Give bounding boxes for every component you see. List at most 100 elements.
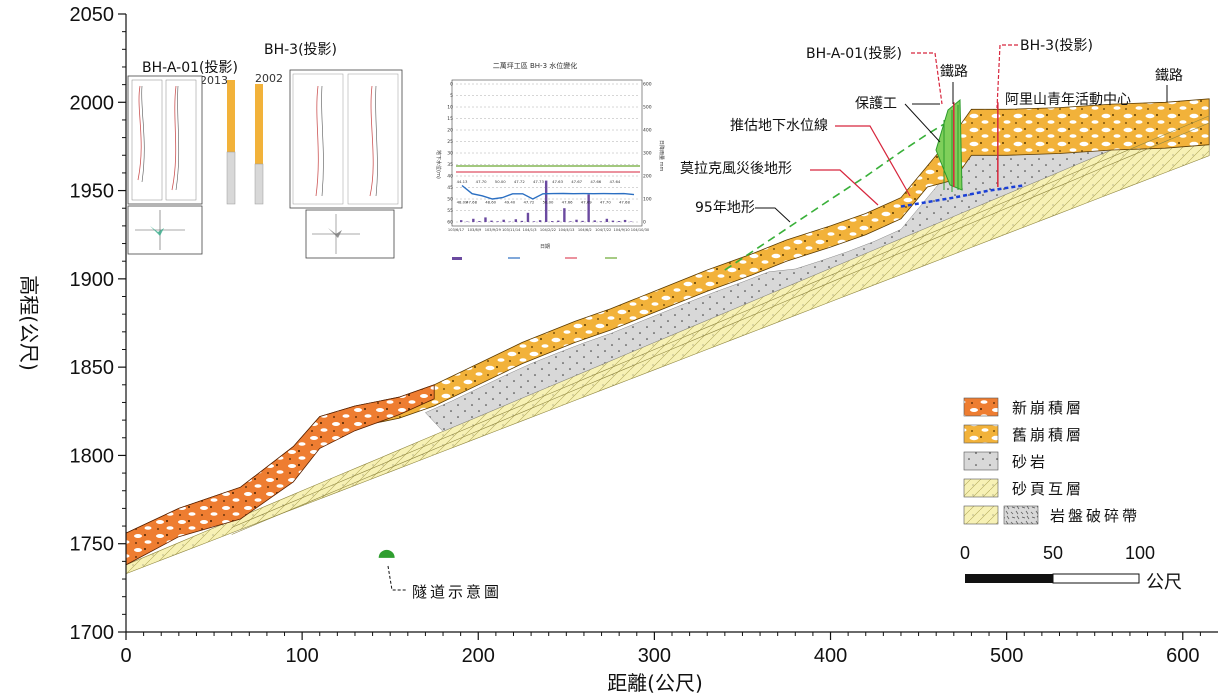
x-tick-label: 200 — [462, 645, 495, 667]
legend-swatch-fracture — [1003, 505, 1039, 525]
inset-value-label: 48.60 — [485, 200, 496, 205]
y-tick-label: 2000 — [70, 92, 115, 114]
borehole-markers — [953, 102, 999, 188]
inset-right-tick: 400 — [643, 128, 652, 134]
inset-x-tick: 104/9/10 — [614, 228, 631, 232]
youth-center-annotation: 阿里山青年活動中心 — [1005, 92, 1131, 108]
legend-swatch — [963, 478, 999, 498]
legend-swatch — [963, 424, 999, 444]
legend-label: 新崩積層 — [1012, 399, 1084, 417]
inset-left-tick: 15 — [447, 116, 453, 122]
inset-rain-bar — [563, 208, 566, 222]
legend-label: 岩盤破碎帶 — [1050, 507, 1140, 525]
inset-rain-bar — [544, 180, 548, 222]
terrain-1995-line — [724, 113, 958, 271]
new-colluvium-layer — [125, 384, 435, 566]
inset-left-tick: 45 — [447, 185, 453, 191]
inset-x-tick: 104/1/3 — [523, 228, 537, 232]
inset-rain-bar — [478, 221, 481, 222]
inset-left-tick: 50 — [447, 197, 453, 203]
inset-value-label: 47.68 — [466, 200, 477, 205]
inset-rain-bar — [569, 221, 572, 222]
inset-bh3-label: BH-3(投影) — [264, 42, 337, 58]
inset-left-axis-label: 地下水位(m) — [435, 150, 442, 179]
inset-x-tick: 103/8/9 — [467, 228, 482, 232]
annotations: BH-A-01(投影) BH-3(投影) 鐵路 鐵路 阿里山青年活動中心 保護工… — [387, 38, 1183, 601]
groundwater-line — [900, 184, 1025, 208]
inset-rain-bar — [472, 218, 475, 222]
y-axis-label: 高程(公尺) — [17, 275, 41, 371]
inset-legend — [452, 257, 617, 260]
inset-rain-bar — [532, 221, 536, 222]
bedding-line — [231, 122, 1210, 535]
inset-left-tick: 0 — [450, 82, 453, 88]
scale-label-0: 0 — [960, 543, 970, 563]
inset-x-tick: 104/4/13 — [558, 228, 574, 232]
legend-label: 砂岩 — [1012, 453, 1048, 471]
inset-x-tick: 104/10/30 — [631, 228, 650, 232]
inset-value-label: 47.66 — [590, 179, 601, 184]
terrain-95-annotation: 95年地形 — [695, 200, 755, 216]
x-tick-label: 100 — [285, 645, 318, 667]
inset-rain-bar — [605, 218, 609, 222]
bedding-lines — [231, 115, 1210, 535]
inset-value-label: 47.73 — [533, 179, 544, 184]
x-axis-label: 距離(公尺) — [607, 671, 703, 695]
groundwater-annotation: 推估地下水位線 — [730, 118, 828, 134]
railway-annotation-1: 鐵路 — [940, 63, 968, 80]
tunnel-marker — [378, 549, 395, 558]
inset-value-label: 47.67 — [571, 179, 582, 184]
inset-bh3-year: 2002 — [255, 72, 283, 85]
inset-rain-bar — [490, 220, 493, 222]
y-tick-label: 1800 — [70, 445, 115, 467]
y-tick-label: 1900 — [70, 269, 115, 291]
legend-swatch — [963, 397, 999, 417]
inset-rain-bar — [617, 221, 621, 222]
inset-rain-bar — [496, 221, 499, 222]
inset-rain-bar — [575, 219, 578, 222]
inset-x-tick: 103/11/14 — [502, 228, 521, 232]
inset-value-label: 49.40 — [504, 200, 515, 205]
legend-label: 舊崩積層 — [1012, 426, 1084, 444]
inset-rain-bar — [599, 221, 602, 222]
bh3-annotation: BH-3(投影) — [1020, 38, 1093, 54]
inset-value-label: 47.66 — [562, 200, 573, 205]
y-tick-label: 1850 — [70, 357, 115, 379]
x-tick-label: 600 — [1166, 645, 1199, 667]
legend-swatch-shale — [963, 505, 999, 525]
inset-value-label: 50.00 — [543, 200, 554, 205]
y-tick-label: 1750 — [70, 534, 115, 556]
bedding-line — [231, 115, 1210, 528]
legend-label: 砂頁互層 — [1012, 480, 1084, 498]
scale-bar: 0 50 100 公尺 — [960, 543, 1182, 593]
scale-label-100: 100 — [1125, 543, 1155, 563]
inset-left-tick: 40 — [447, 174, 453, 180]
inset-left-tick: 5 — [450, 93, 453, 99]
inset-value-label: 48.09 — [457, 200, 468, 205]
bh-a01-annotation: BH-A-01(投影) — [806, 46, 902, 62]
inset-left-tick: 10 — [447, 105, 453, 111]
inset-left-tick: 35 — [447, 162, 453, 168]
tunnel-annotation: 隧道示意圖 — [412, 583, 502, 601]
inset-right-tick: 100 — [643, 197, 652, 203]
inset-water-level-chart: 二萬坪工區 BH-3 水位變化 051015202530354045505560… — [435, 61, 665, 260]
inset-x-tick: 104/2/22 — [540, 228, 556, 232]
x-tick-label: 300 — [638, 645, 671, 667]
inset-x-tick: 103/6/17 — [448, 228, 464, 232]
inset-rain-bar — [623, 219, 627, 222]
legend-swatch — [963, 451, 999, 471]
protection-annotation: 保護工 — [855, 96, 897, 112]
inset-bh-a01-label: BH-A-01(投影) — [142, 60, 238, 76]
sandstone-shale-layer — [125, 119, 1210, 575]
inset-rain-bar — [587, 194, 590, 222]
x-tick-label: 500 — [990, 645, 1023, 667]
inset-left-tick: 20 — [447, 128, 453, 134]
geology-layers — [125, 98, 1210, 575]
inset-chart-title: 二萬坪工區 BH-3 水位變化 — [493, 61, 578, 70]
inset-rain-bar — [502, 219, 505, 222]
inset-value-label: 44.13 — [457, 179, 468, 184]
inset-left-tick: 55 — [447, 208, 453, 214]
inset-rain-bar — [526, 212, 530, 222]
